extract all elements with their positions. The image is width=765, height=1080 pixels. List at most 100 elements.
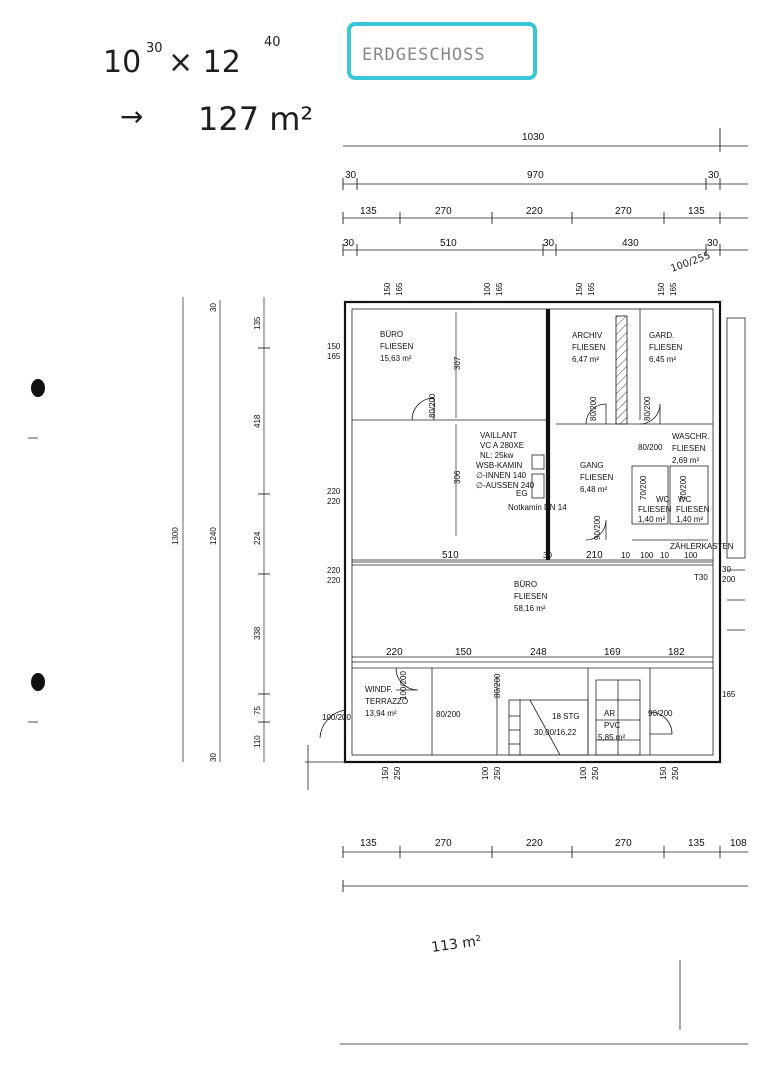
- room-wc-1: WC FLIESEN 1,40 m²: [638, 495, 672, 524]
- boiler-note: NL: 25kw: [480, 451, 514, 460]
- door-swing: [411, 397, 435, 421]
- dim-text: 165: [327, 352, 341, 361]
- boiler-note: VC A 280XE: [480, 441, 524, 450]
- room-finish: FLIESEN: [514, 592, 548, 601]
- room-name: WC: [678, 495, 692, 504]
- room-area: 6,47 m²: [572, 355, 599, 364]
- calc-length-dec: 40: [264, 35, 281, 50]
- dim-total-1030: 1030: [522, 132, 545, 143]
- handwritten-net-area: 113 m²: [430, 933, 482, 956]
- entrance-door-swing: [319, 709, 346, 739]
- door-swing: [395, 667, 419, 691]
- room-name: GARD.: [649, 331, 674, 340]
- left-dimension-chains: 1300 1240 30 30 135 418 224 338 75 110: [171, 297, 270, 762]
- dim-text: 250: [493, 766, 502, 780]
- dim-text: 970: [527, 170, 544, 181]
- dim-text: 220: [386, 647, 403, 658]
- dim-text: 10: [621, 551, 630, 560]
- dim-text: 220: [327, 487, 341, 496]
- dim-text: 165: [669, 282, 678, 296]
- dim-text: 510: [442, 550, 459, 561]
- dim-text: 165: [722, 690, 736, 699]
- room-vestibule: WINDF. TERRAZZO 13,94 m²: [365, 685, 408, 718]
- bottom-dimension-chains: 135 270 220 270 135 108 113 m²: [340, 838, 748, 1045]
- dim-text: 182: [668, 647, 685, 658]
- dim-total-1240: 1240: [209, 527, 218, 545]
- floor-label-text: ERDGESCHOSS: [362, 45, 486, 65]
- dim-text: 100: [481, 766, 490, 780]
- dim-text: 220: [327, 566, 341, 575]
- door-size: 80/200: [589, 396, 598, 421]
- stairs-dims-note: 30,00/16,22: [534, 728, 577, 737]
- dim-text: 220: [327, 497, 341, 506]
- eg-note: EG: [516, 489, 528, 498]
- floor-label-highlight: [347, 22, 537, 80]
- room-finish: PVC: [604, 721, 621, 730]
- dim-text: 169: [604, 647, 621, 658]
- dim-text: 338: [253, 626, 262, 640]
- chimney-note: WSB-KAMIN: [476, 461, 522, 470]
- dim-text: 306: [453, 470, 462, 484]
- calc-result: 127 m²: [198, 100, 313, 138]
- door-size: 70/200: [679, 475, 688, 500]
- dim-text: 75: [253, 706, 262, 715]
- dim-text: 250: [671, 766, 680, 780]
- punch-hole-top: [31, 379, 45, 397]
- room-office-small: BÜRO FLIESEN 15,63 m²: [380, 330, 414, 363]
- dim-text: 150: [383, 282, 392, 296]
- punch-hole-bottom: [31, 673, 45, 691]
- room-finish: FLIESEN: [580, 473, 614, 482]
- staircase: [508, 679, 641, 756]
- door-size: 80/200: [643, 396, 652, 421]
- dim-text: 250: [393, 766, 402, 780]
- dim-text: 30: [345, 170, 357, 181]
- door-size: 70/200: [639, 475, 648, 500]
- dim-text: 150: [575, 282, 584, 296]
- door-swing: [585, 403, 607, 425]
- dim-text: 100: [483, 282, 492, 296]
- dim-text: 110: [253, 735, 262, 748]
- dim-text: 30: [707, 238, 719, 249]
- room-name: WASCHR.: [672, 432, 709, 441]
- room-name: WC: [656, 495, 670, 504]
- calc-width-dec: 30: [146, 41, 163, 56]
- dim-text: 270: [615, 206, 632, 217]
- dim-text: 200: [722, 575, 736, 584]
- dim-text: 220: [526, 206, 543, 217]
- dim-text: 30: [209, 753, 218, 762]
- room-name: ARCHIV: [572, 331, 603, 340]
- stairs-note: 18 STG: [552, 712, 580, 721]
- dim-text: 165: [587, 282, 596, 296]
- dim-text: 30: [722, 565, 731, 574]
- chimney-box: [531, 473, 545, 499]
- dim-text: 150: [455, 647, 472, 658]
- dim-text: 270: [615, 838, 632, 849]
- door-size: 80/200: [638, 443, 663, 452]
- calc-width-int: 10: [103, 45, 141, 80]
- opening-marks: 150 165 100 165 150 165 150 165 150 165 …: [327, 282, 736, 780]
- room-wardrobe: GARD. FLIESEN 6,45 m²: [649, 331, 683, 364]
- notkamin-note: Notkamin DN 14: [508, 503, 567, 512]
- door-swing: [639, 403, 661, 425]
- room-finish: FLIESEN: [672, 444, 706, 453]
- floor-plan-walls: [305, 300, 746, 790]
- room-name: BÜRO: [380, 330, 403, 339]
- dim-text: 30: [708, 170, 720, 181]
- door-swing: [649, 711, 673, 735]
- room-area: 6,45 m²: [649, 355, 676, 364]
- room-area: 13,94 m²: [365, 709, 397, 718]
- top-dimension-chains: 1030 30 970 30 135 270 220 270 135 30 51…: [342, 128, 748, 275]
- room-finish: FLIESEN: [572, 343, 606, 352]
- room-archive: ARCHIV FLIESEN 6,47 m²: [572, 331, 606, 364]
- dim-text: 100: [640, 551, 654, 560]
- structural-column-hatch: [615, 315, 628, 425]
- dim-text: 100: [684, 551, 698, 560]
- room-labels: BÜRO FLIESEN 15,63 m² ARCHIV FLIESEN 6,4…: [365, 330, 710, 742]
- dim-text: 30: [543, 551, 552, 560]
- room-washroom: WASCHR. FLIESEN 2,69 m²: [672, 432, 709, 465]
- dim-text: 250: [591, 766, 600, 780]
- dim-text: 165: [395, 282, 404, 296]
- dim-text: 135: [360, 206, 377, 217]
- room-finish: TERRAZZO: [365, 697, 408, 706]
